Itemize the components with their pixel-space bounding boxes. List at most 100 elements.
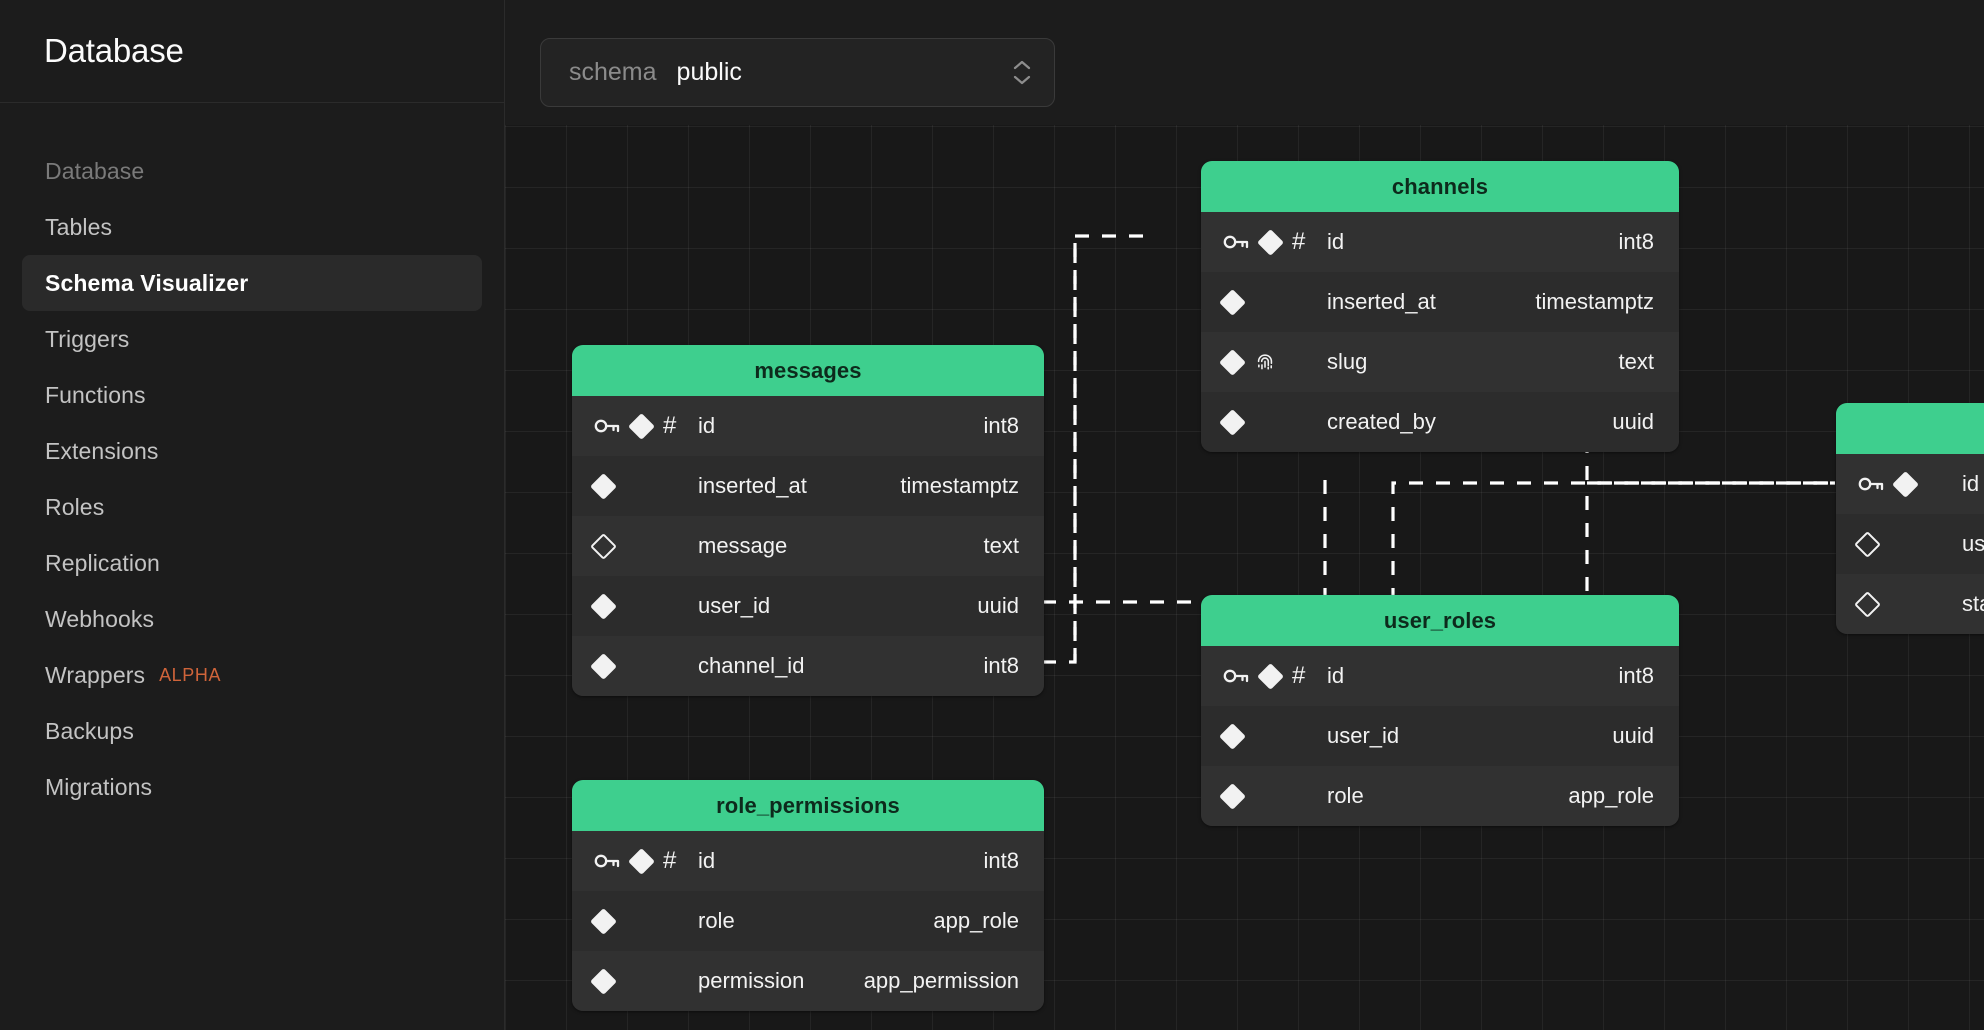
row-icon-group [590,592,698,620]
column-name: id [1327,663,1345,688]
table-row[interactable]: created_by uuid [1201,392,1679,452]
table-row[interactable]: # id int8 [1201,646,1679,706]
table-node-role-permissions[interactable]: role_permissions # id int8 role app_role [572,780,1044,1011]
schema-select[interactable]: schema public [540,38,1055,107]
row-icon-group [1219,782,1327,810]
column-name: user_id [1327,723,1400,748]
column-name: use [1962,531,1984,556]
table-node-title: users [1836,403,1984,454]
column-name: slug [1327,349,1368,374]
sidebar-item-migrations[interactable]: Migrations [22,759,482,815]
table-row[interactable]: inserted_at timestamptz [1201,272,1679,332]
sidebar-item-replication[interactable]: Replication [22,535,482,591]
sidebar-item-triggers[interactable]: Triggers [22,311,482,367]
row-icon-group [590,907,698,935]
not-null-diamond-icon [1257,228,1284,256]
status-badge-alpha: ALPHA [159,664,222,685]
row-icon-group [1854,530,1962,558]
sidebar-item-label: Extensions [45,437,159,464]
not-null-diamond-icon [628,847,655,875]
column-name: created_by [1327,409,1436,434]
row-icon-group [1219,288,1327,316]
column-name: inserted_at [698,473,807,498]
sidebar-item-backups[interactable]: Backups [22,703,482,759]
column-name: sta [1962,591,1984,616]
sidebar-item-label: Schema Visualizer [45,269,249,296]
table-row[interactable]: sta [1836,574,1984,634]
numeric-type-icon: # [663,847,677,874]
not-null-diamond-icon [1257,662,1284,690]
sidebar-item-roles[interactable]: Roles [22,479,482,535]
table-row[interactable]: # id int8 [572,396,1044,456]
row-icon-group [1219,722,1327,750]
table-row[interactable]: user_id uuid [1201,706,1679,766]
sidebar-item-functions[interactable]: Functions [22,367,482,423]
sidebar-item-label: Roles [45,493,105,520]
column-name: role [1327,783,1364,808]
not-null-diamond-icon [1219,782,1246,810]
not-null-diamond-icon [1892,470,1919,498]
row-icon-group: # [1223,228,1327,256]
table-row[interactable]: # id int8 [1201,212,1679,272]
schema-canvas[interactable]: messages # id int8 inserted_at timestamp… [505,0,1984,1030]
sidebar-item-label: Migrations [45,773,153,800]
nullable-diamond-icon [590,532,617,560]
sidebar-item-database[interactable]: Database [22,143,482,199]
table-node-title: user_roles [1201,595,1679,646]
sidebar-item-label: Backups [45,717,134,744]
table-row[interactable]: inserted_at timestamptz [572,456,1044,516]
sidebar-item-label: Database [45,157,145,184]
column-type: text [983,533,1019,558]
sidebar-item-label: Replication [45,549,160,576]
nullable-diamond-icon [1854,590,1881,618]
column-type: app_permission [863,968,1019,993]
numeric-type-icon: # [663,412,677,439]
sidebar-item-tables[interactable]: Tables [22,199,482,255]
table-row[interactable]: slug text [1201,332,1679,392]
column-type: timestamptz [900,473,1019,498]
column-type: text [1618,349,1654,374]
page-title: Database [44,32,184,69]
primary-key-icon [1223,233,1249,251]
numeric-type-icon: # [1292,662,1306,689]
column-type: int8 [1618,663,1654,688]
not-null-diamond-icon [1219,348,1246,376]
not-null-diamond-icon [590,907,617,935]
table-row[interactable]: user_id uuid [572,576,1044,636]
table-row[interactable]: channel_id int8 [572,636,1044,696]
table-row[interactable]: permission app_permission [572,951,1044,1011]
sidebar-item-label: Webhooks [45,605,155,632]
column-name: role [698,908,735,933]
table-node-users[interactable]: users id use sta [1836,403,1984,634]
column-type: app_role [933,908,1019,933]
sidebar-header: Database [0,0,504,103]
column-name: user_id [698,593,771,618]
table-row[interactable]: role app_role [1201,766,1679,826]
column-type: int8 [983,413,1019,438]
column-type: uuid [1612,409,1654,434]
table-node-channels[interactable]: channels # id int8 inserted_at timestamp… [1201,161,1679,452]
canvas-toolbar: schema public [505,0,1984,125]
numeric-type-icon: # [1292,228,1306,255]
row-icon-group [1858,470,1962,498]
table-row[interactable]: message text [572,516,1044,576]
row-icon-group [1854,590,1962,618]
column-type: uuid [1612,723,1654,748]
table-node-messages[interactable]: messages # id int8 inserted_at timestamp… [572,345,1044,696]
not-null-diamond-icon [590,652,617,680]
chevron-up-down-icon[interactable] [1012,60,1032,85]
table-row[interactable]: role app_role [572,891,1044,951]
table-row[interactable]: id [1836,454,1984,514]
sidebar-item-webhooks[interactable]: Webhooks [22,591,482,647]
sidebar-item-extensions[interactable]: Extensions [22,423,482,479]
column-name: channel_id [698,653,805,678]
table-row[interactable]: use [1836,514,1984,574]
column-name: id [1327,229,1345,254]
table-node-user-roles[interactable]: user_roles # id int8 user_id uuid [1201,595,1679,826]
table-row[interactable]: # id int8 [572,831,1044,891]
not-null-diamond-icon [1219,722,1246,750]
row-icon-group [590,967,698,995]
sidebar-item-schema-visualizer[interactable]: Schema Visualizer [22,255,482,311]
row-icon-group [590,532,698,560]
sidebar-item-wrappers[interactable]: Wrappers ALPHA [22,647,482,703]
